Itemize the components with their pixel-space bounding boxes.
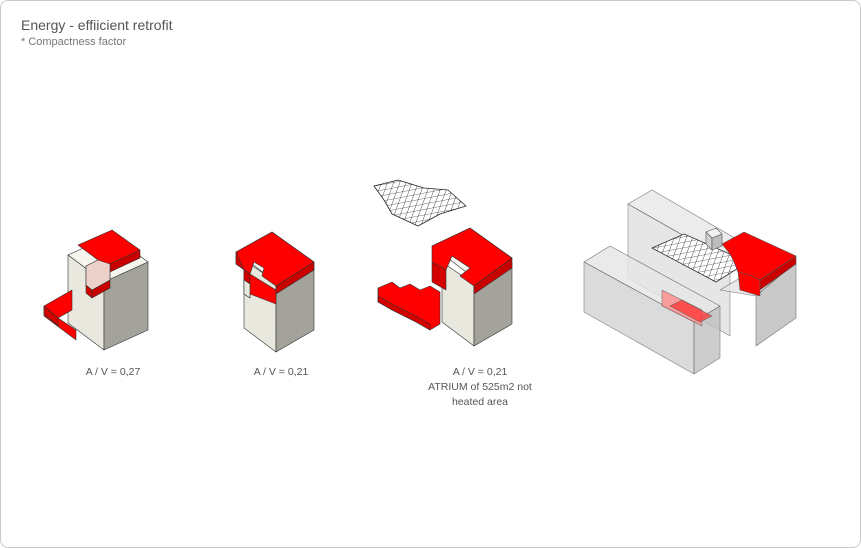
page-title: Energy - effiicient retrofit bbox=[21, 17, 173, 33]
block-diagram-2 bbox=[235, 231, 315, 353]
caption-diagram-3: A / V = 0,21 ATRIUM of 525m2 not heated … bbox=[420, 365, 540, 410]
block-diagram-4 bbox=[583, 189, 797, 375]
caption-diagram-1: A / V = 0,27 bbox=[85, 366, 141, 378]
block-diagram-1 bbox=[43, 229, 149, 351]
block-diagram-3 bbox=[373, 179, 513, 347]
caption-diagram-3-line-2: ATRIUM of 525m2 not bbox=[428, 381, 532, 393]
caption-diagram-3-line-1: A / V = 0,21 bbox=[452, 366, 508, 378]
caption-diagram-3-line-3: heated area bbox=[451, 396, 509, 408]
page-subtitle: * Compactness factor bbox=[21, 36, 127, 48]
caption-diagram-2: A / V = 0,21 bbox=[253, 366, 309, 378]
